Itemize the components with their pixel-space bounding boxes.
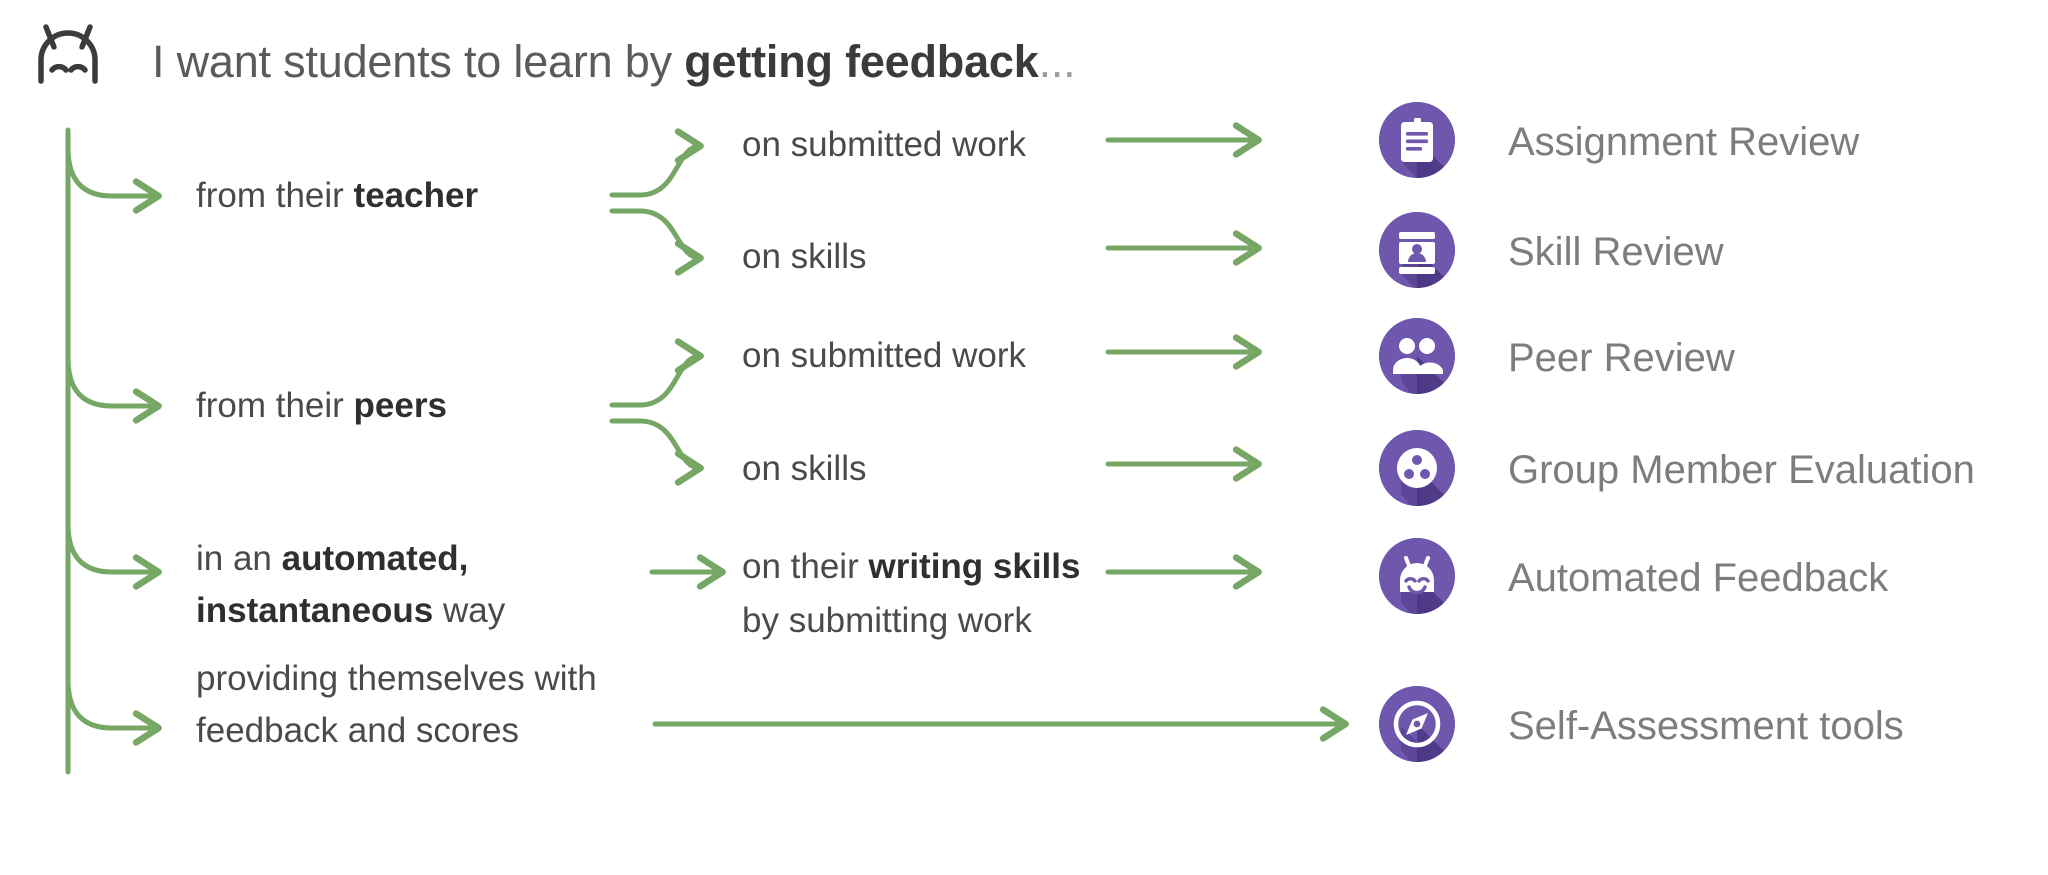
mid-label-peers-skills: on skills xyxy=(742,442,866,496)
branch-label-peers-plain: from their xyxy=(196,386,354,425)
tool-label-automated-feedback: Automated Feedback xyxy=(1508,556,1889,600)
group-dots-icon xyxy=(1379,430,1455,506)
branch-label-self-line1: providing themselves with xyxy=(196,659,597,698)
mid-label-automated-line2: by submitting work xyxy=(742,601,1032,640)
tool-label-peer-review: Peer Review xyxy=(1508,336,1735,380)
mid-label-teacher-work-text: on submitted work xyxy=(742,125,1027,164)
branch-label-self: providing themselves with feedback and sc… xyxy=(196,653,597,757)
mid-label-automated-bold: writing skills xyxy=(868,547,1081,586)
fork-arrow-teacher-work xyxy=(609,128,704,198)
page-title-ellipsis: ... xyxy=(1038,36,1076,87)
branch-label-teacher-plain: from their xyxy=(196,176,354,215)
mid-label-automated-plain: on their xyxy=(742,547,869,586)
page-title: I want students to learn by getting feed… xyxy=(152,36,1076,88)
mid-label-peers-work-text: on submitted work xyxy=(742,336,1027,375)
branch-label-self-line2: feedback and scores xyxy=(196,711,519,750)
branch-arrow-teacher xyxy=(65,145,162,214)
branch-label-automated-bold2: instantaneous xyxy=(196,591,434,630)
mid-label-automated: on their writing skills by submitting wor… xyxy=(742,540,1080,648)
mid-label-peers-skills-text: on skills xyxy=(742,449,867,488)
mid-label-peers-work: on submitted work xyxy=(742,329,1026,383)
mid-label-teacher-work: on submitted work xyxy=(742,118,1026,172)
branch-arrow-automated xyxy=(65,521,162,590)
branch-label-teacher-bold: teacher xyxy=(353,176,479,215)
branch-arrow-self xyxy=(65,677,162,746)
tool-label-self-assessment-tools: Self-Assessment tools xyxy=(1508,704,1904,748)
clipboard-icon xyxy=(1379,102,1455,178)
branch-label-automated-bold1: automated, xyxy=(281,539,469,578)
branch-arrow-peers xyxy=(65,355,162,424)
branch-label-automated-plain1: in an xyxy=(196,539,282,578)
branch-label-automated-tail2: way xyxy=(433,591,506,630)
page-title-prefix: I want students to learn by xyxy=(152,36,685,87)
tool-label-skill-review: Skill Review xyxy=(1508,230,1724,274)
tool-label-assignment-review: Assignment Review xyxy=(1508,120,1860,164)
mid-label-teacher-skills-text: on skills xyxy=(742,237,867,276)
two-people-icon xyxy=(1379,318,1455,394)
branch-label-peers-bold: peers xyxy=(353,386,447,425)
fork-arrow-peers-skills xyxy=(609,418,704,486)
robot-face-icon xyxy=(1379,538,1455,614)
id-badge-icon xyxy=(1379,212,1455,288)
page-title-bold: getting feedback xyxy=(684,36,1039,87)
branch-label-automated: in an automated, instantaneous way xyxy=(196,533,505,637)
compass-icon xyxy=(1379,686,1455,762)
tool-label-group-member-evaluation: Group Member Evaluation xyxy=(1508,448,1975,492)
robot-face-icon xyxy=(30,18,106,84)
branch-label-teacher: from their teacher xyxy=(196,170,478,222)
branch-label-peers: from their peers xyxy=(196,380,447,432)
fork-arrow-teacher-skills xyxy=(609,208,704,276)
fork-arrow-peers-work xyxy=(609,338,704,408)
mid-label-teacher-skills: on skills xyxy=(742,230,866,284)
